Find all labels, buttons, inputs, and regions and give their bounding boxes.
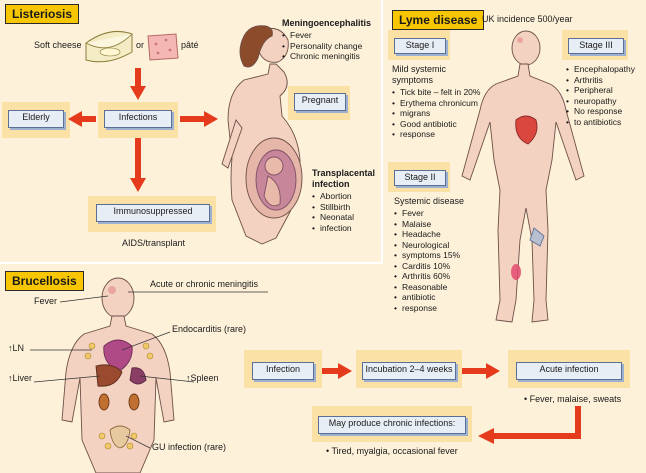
transplacental-title-line1: Transplacental [312,168,376,178]
stage3-list: Encephalopathy Arthritis Peripheral neur… [566,64,635,127]
brucellosis-title: Brucellosis [5,271,84,291]
list-item: Abortion [312,191,354,202]
man-figure [461,30,585,323]
gu-infection-label: GU infection (rare) [152,442,227,452]
infections-box: Infections [104,110,172,128]
stage2-box: Stage II [394,170,446,186]
liver-label: ↑Liver [8,373,33,383]
pregnant-box: Pregnant [294,93,346,111]
list-item: Good antibiotic [392,119,480,130]
meningoencephalitis-title: Meningoencephalitis [282,18,372,28]
stage3-box: Stage III [568,38,624,54]
stage2-list: Fever Malaise Headache Neurological symp… [394,208,460,313]
list-item: Fever [394,208,460,219]
flow-incubation-box: Incubation 2–4 weeks [362,362,456,380]
soft-cheese-label: Soft cheese [34,40,82,50]
stage1-list: Tick bite – felt in 20% Erythema chronic… [392,87,480,140]
list-item: response [392,129,480,140]
transplacental-list: Abortion Stillbirth Neonatal infection [312,191,354,233]
list-item: Malaise [394,219,460,230]
list-item: Headache [394,229,460,240]
meningitis-label: Acute or chronic meningitis [150,279,259,289]
lyme-title: Lyme disease [392,10,485,30]
lymph-node-label: ↑LN [8,343,25,353]
acute-symptoms: • Fever, malaise, sweats [524,394,622,404]
list-item: Arthritis 60% [394,271,460,282]
pate-icon [147,33,179,61]
transplacental-title-line2: infection [312,179,350,189]
aids-transplant-label: AIDS/transplant [122,238,186,248]
list-item: No response [566,106,635,117]
lymph-nodes [84,342,154,450]
list-item: to antibiotics [566,117,635,128]
stage1-box: Stage I [394,38,446,54]
listeriosis-title: Listeriosis [5,4,80,24]
list-item: Tick bite – felt in 20% [392,87,480,98]
list-item: infection [312,223,354,234]
list-item: Neurological [394,240,460,251]
list-item: Reasonable [394,282,460,293]
list-item: symptoms 15% [394,250,460,261]
cheese-icon [85,31,133,63]
chronic-box: May produce chronic infections: [318,416,466,434]
stage1-lead-line1: Mild systemic [392,64,447,74]
flow-acute-box: Acute infection [516,362,622,380]
list-item: Encephalopathy [566,64,635,75]
list-item: migrans [392,108,480,119]
list-item: Carditis 10% [394,261,460,272]
or-label: or [136,40,145,50]
fever-label: Fever [34,296,58,306]
flow-infection-box: Infection [252,362,314,380]
list-item: Arthritis [566,75,635,86]
spleen-label: ↑Spleen [186,373,219,383]
list-item: Chronic meningitis [282,51,362,62]
list-item: antibiotic [394,292,460,303]
list-item: Personality change [282,41,362,52]
stage1-lead-line2: symptoms [392,75,434,85]
meningoencephalitis-list: Fever Personality change Chronic meningi… [282,30,362,62]
immunosuppressed-box: Immunosuppressed [96,204,210,222]
list-item: Neonatal [312,212,354,223]
endocarditis-label: Endocarditis (rare) [172,324,247,334]
list-item: Erythema chronicum [392,98,480,109]
pate-label: pâté [181,40,199,50]
list-item: Stillbirth [312,202,354,213]
list-item: Peripheral [566,85,635,96]
lyme-incidence: UK incidence 500/year [482,14,573,24]
chronic-symptoms: • Tired, myalgia, occasional fever [326,446,458,456]
list-item: neuropathy [566,96,635,107]
stage2-lead: Systemic disease [394,196,465,206]
pregnant-woman-figure [221,25,303,245]
list-item: Fever [282,30,362,41]
list-item: response [394,303,460,314]
elderly-box: Elderly [8,110,64,128]
